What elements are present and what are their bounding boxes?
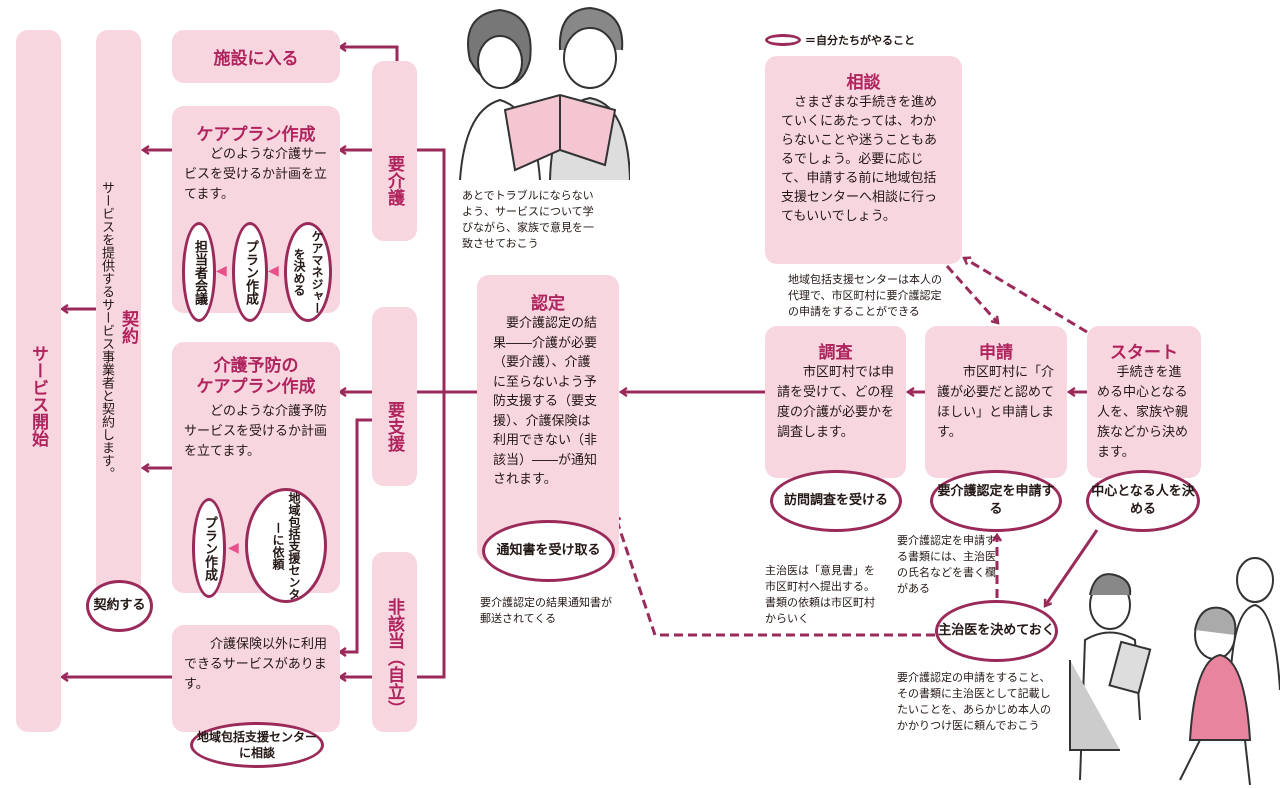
certification-caption: 要介護認定の結果通知書が郵送されてくる [480, 596, 612, 625]
doctor-consultation-illustration [1069, 557, 1280, 786]
survey-box: 調査 市区町村では申請を受けて、どの程度の介護が必要かを調査します。 [765, 326, 906, 478]
start-title: スタート [1110, 343, 1178, 363]
facility-box: 施設に入る [172, 30, 340, 83]
family-reading-illustration [459, 6, 630, 181]
contract-title: 契約 [118, 310, 138, 344]
application-box: 申請 市区町村に「介護が必要だと認めてほしい」と申請します。 [925, 326, 1067, 478]
arrow-left-icon: ◀ [268, 263, 279, 279]
consultation-box: 相談 さまざまな手続きを進めていくにあたっては、わからないことや迷うこともあるで… [765, 56, 962, 264]
contract-column: 契約 サービスを提供するサービス事業者と契約します。 [96, 30, 141, 600]
level-none-label: 非該当（自立） [384, 597, 404, 717]
consultation-caption: 地域包括支援センターは本人の代理で、市区町村に要介護認定の申請をすることができる [788, 273, 942, 318]
arrow-left-icon: ◀ [228, 540, 239, 556]
level-support: 要支援 [372, 307, 417, 486]
family-caption: あとでトラブルにならないよう、サービスについて学びながら、家族で意見を一致させて… [462, 189, 594, 250]
prevention-step-plan: プラン作成 [192, 498, 226, 598]
certification-action-ellipse: 通知書を受け取る [482, 520, 615, 582]
consultation-body: さまざまな手続きを進めていくにあたっては、わからないことや迷うこともあるでしょう… [781, 95, 938, 224]
careplan-step-plan: プラン作成 [232, 222, 268, 322]
other-services-body: 介護保険以外に利用できるサービスがあります。 [184, 637, 328, 692]
certification-box: 認定 要介護認定の結果――介護が必要（要介護）、介護に至らないよう予防支援する（… [477, 275, 619, 562]
doctor-action-ellipse: 主治医を決めておく [935, 600, 1058, 662]
careplan-body: どのような介護サービスを受けるか計画を立てます。 [184, 147, 328, 202]
legend: ＝自分たちがやること [765, 32, 915, 48]
level-none: 非該当（自立） [372, 552, 417, 732]
legend-label: ＝自分たちがやること [805, 34, 915, 47]
contract-action-ellipse: 契約する [86, 580, 153, 632]
application-body: 市区町村に「介護が必要だと認めてほしい」と申請します。 [937, 365, 1055, 440]
application-title: 申請 [979, 343, 1013, 363]
prevention-plan-title-1: 介護予防の [213, 356, 299, 376]
application-action-ellipse: 要介護認定を申請する [930, 470, 1062, 532]
other-services-action-ellipse: 地域包括支援センターに相談 [190, 722, 324, 768]
level-care: 要介護 [372, 61, 417, 241]
prevention-step-request: 地域包括支援センターに依頼 [245, 488, 327, 603]
careplan-step-caremanager: ケアマネジャーを決める [284, 222, 332, 322]
arrow-left-icon: ◀ [216, 263, 227, 279]
service-start-column: サービス開始 [16, 30, 61, 732]
start-body: 手続きを進める中心となる人を、家族や親族などから決めます。 [1097, 365, 1189, 460]
doctor-form-caption: 要介護認定を申請する書類には、主治医の氏名などを書く欄がある [897, 534, 996, 595]
start-action-ellipse: 中心となる人を決める [1086, 470, 1200, 532]
survey-title: 調査 [818, 343, 853, 363]
service-start-label: サービス開始 [28, 345, 48, 447]
doctor-opinion-caption: 主治医は「意見書」を市区町村へ提出する。書類の依頼は市区町村からいく [765, 564, 875, 625]
other-services-box: 介護保険以外に利用できるサービスがあります。 [172, 625, 340, 732]
certification-body: 要介護認定の結果――介護が必要（要介護）、介護に至らないよう予防支援する（要支援… [493, 316, 598, 487]
prevention-plan-body: どのような介護予防サービスを受けるか計画を立てます。 [184, 404, 328, 459]
doctor-request-caption: 要介護認定の申請をすること、その書類に主治医として記載したいことを、あらかじめ本… [897, 671, 1051, 732]
careplan-title: ケアプラン作成 [196, 125, 316, 145]
contract-body: サービスを提供するサービス事業者と契約します。 [99, 180, 114, 480]
facility-title: 施設に入る [213, 49, 299, 69]
certification-title: 認定 [531, 294, 565, 314]
start-box: スタート 手続きを進める中心となる人を、家族や親族などから決めます。 [1087, 326, 1201, 478]
careplan-step-meeting: 担当者会議 [182, 222, 216, 322]
ellipse-legend-icon [765, 34, 801, 46]
survey-body: 市区町村では申請を受けて、どの程度の介護が必要かを調査します。 [777, 365, 895, 440]
survey-action-ellipse: 訪問調査を受ける [770, 470, 902, 532]
prevention-plan-title-2: ケアプラン作成 [196, 377, 316, 397]
level-care-label: 要介護 [384, 154, 404, 206]
level-support-label: 要支援 [384, 401, 404, 452]
consultation-title: 相談 [846, 73, 881, 93]
